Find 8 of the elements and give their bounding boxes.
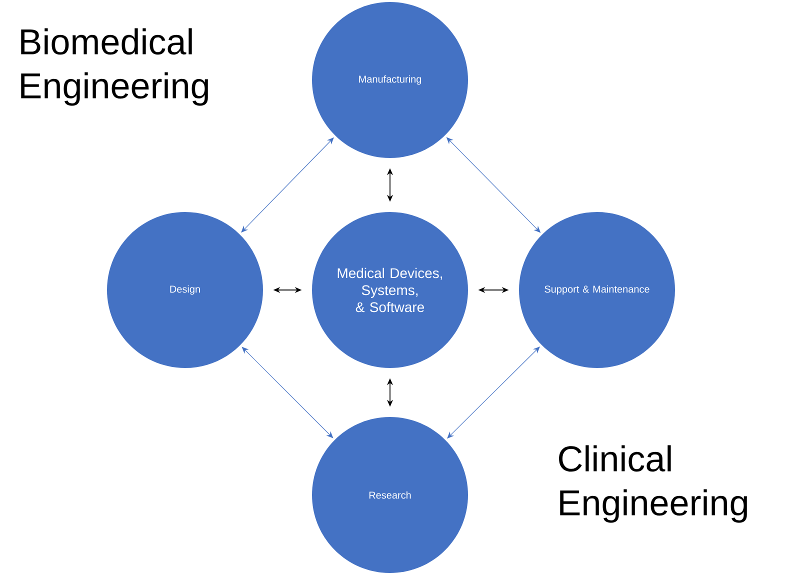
circle-node: Medical Devices, Systems, & Software (312, 212, 468, 368)
circle-node: Research (312, 417, 468, 573)
circle-node: Design (107, 212, 263, 368)
heading: Clinical Engineering (559, 445, 747, 523)
circle-node: Manufacturing (312, 2, 468, 158)
arrow (242, 346, 334, 438)
heading: Biomedical Engineering (21, 28, 208, 106)
circle-node: Support & Maintenance (519, 212, 675, 368)
